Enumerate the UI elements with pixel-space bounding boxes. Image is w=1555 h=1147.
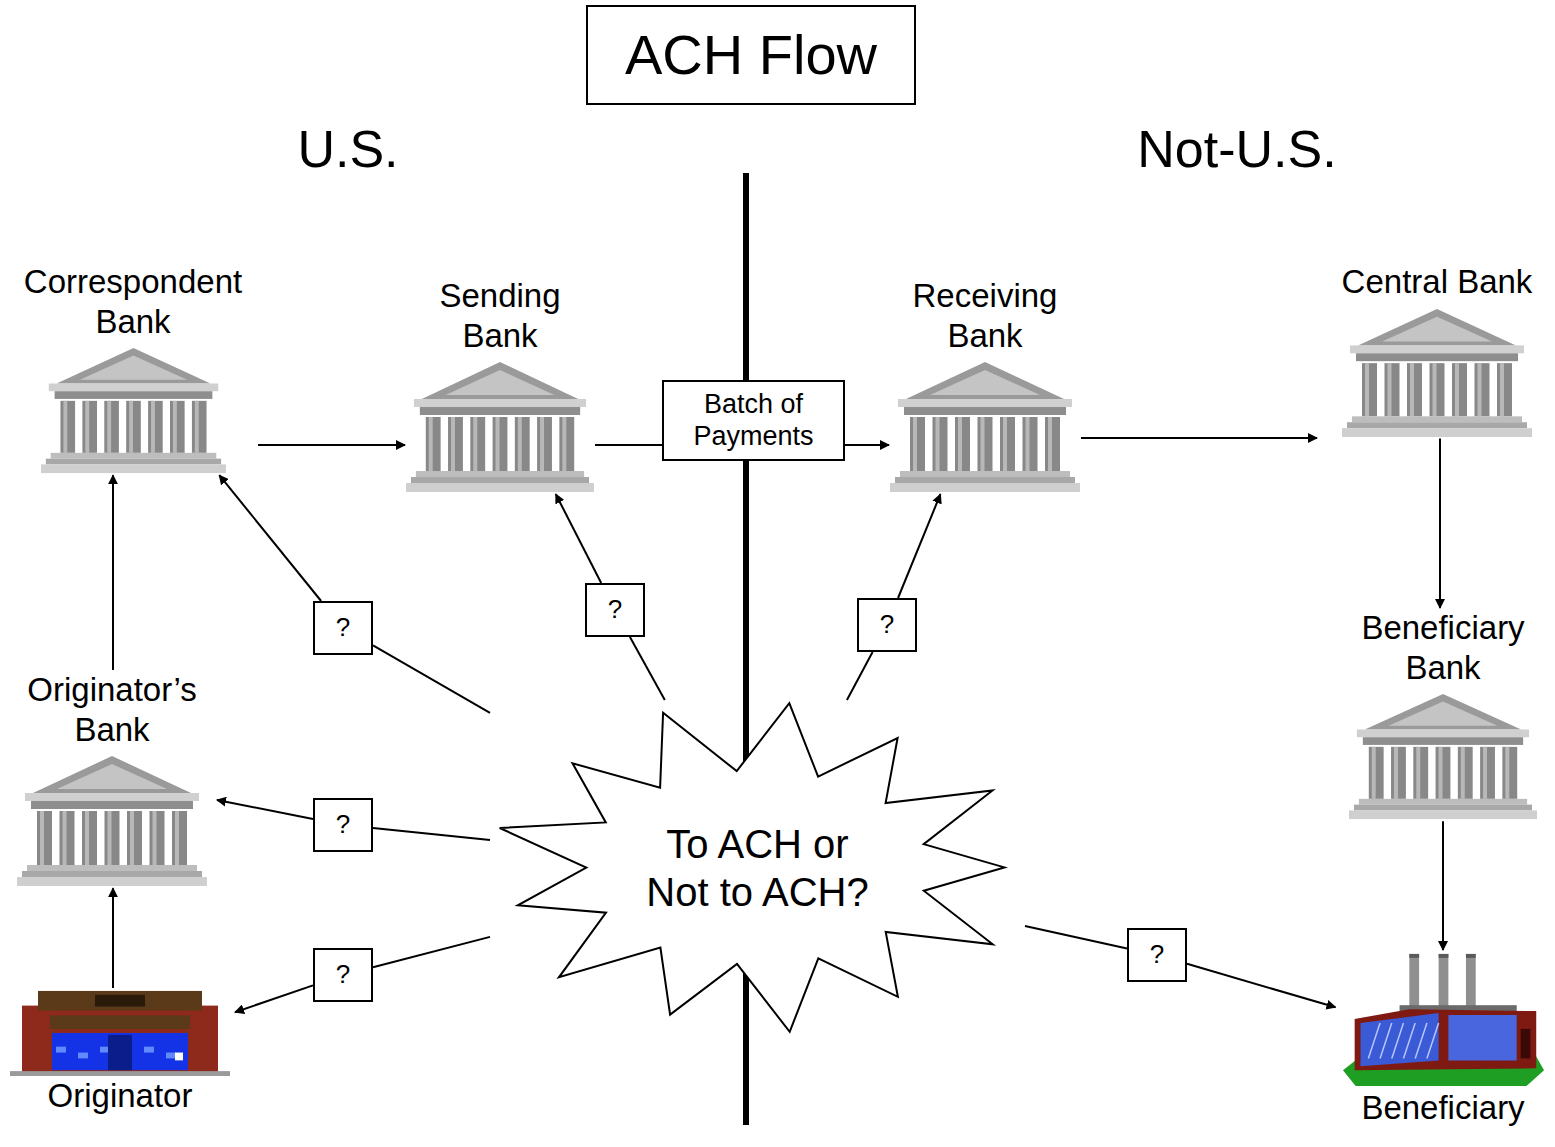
bank-icon (406, 359, 594, 494)
connector-arrow (847, 652, 873, 700)
starburst-outline (490, 700, 1025, 1035)
connector-arrow (219, 475, 321, 601)
question-box: ? (1127, 928, 1187, 982)
beneficiary-node: Beneficiary (1336, 950, 1551, 1128)
node-label: Batch of Payments (672, 388, 835, 453)
question-mark: ? (608, 594, 622, 625)
question-box: ? (857, 598, 917, 652)
question-box: ? (585, 583, 645, 637)
question-mark: ? (880, 609, 894, 640)
connector-arrow (595, 444, 662, 446)
connector-arrow (235, 985, 313, 1012)
bank-node: Central Bank (1317, 262, 1555, 439)
question-box: ? (313, 798, 373, 852)
connector-arrow (1025, 926, 1127, 948)
bank-node: Receiving Bank (889, 276, 1081, 494)
bank-icon (41, 345, 226, 475)
region-label: U.S. (297, 118, 398, 180)
bank-node: Sending Bank (405, 276, 595, 494)
node-label: Originator’s Bank (7, 670, 217, 749)
bank-icon (17, 753, 207, 888)
connector-arrow (112, 475, 114, 670)
node-label: Central Bank (1342, 262, 1533, 302)
connector-arrow (1442, 821, 1444, 950)
connector-arrow (1439, 439, 1441, 608)
connector-arrow (845, 444, 889, 446)
connector-arrow (630, 637, 665, 700)
connector-arrow (1081, 437, 1317, 439)
connector-arrow (373, 828, 490, 840)
question-box: ? (313, 948, 373, 1002)
factory-icon (1341, 950, 1546, 1088)
connector-arrow (898, 494, 940, 598)
originator-node: Originator (5, 988, 235, 1116)
bank-node: Beneficiary Bank (1343, 608, 1543, 821)
title-text: ACH Flow (625, 21, 877, 88)
connector-arrow (373, 937, 490, 967)
node-label: Sending Bank (405, 276, 595, 355)
question-mark: ? (336, 612, 350, 643)
bank-icon (1342, 306, 1532, 439)
connector-arrow (112, 888, 114, 988)
batch-box: Batch of Payments (662, 380, 845, 461)
question-box: ? (313, 601, 373, 655)
bank-icon (890, 359, 1080, 494)
bank-node: Correspondent Bank (8, 262, 258, 475)
node-label: Originator (48, 1076, 193, 1116)
connector-arrow (556, 494, 601, 583)
title-box: ACH Flow (586, 5, 916, 105)
store-icon (10, 988, 230, 1076)
bank-node: Originator’s Bank (7, 670, 217, 888)
node-label: Beneficiary (1361, 1088, 1524, 1128)
question-mark: ? (336, 809, 350, 840)
connector-arrow (217, 800, 313, 819)
question-mark: ? (1150, 939, 1164, 970)
connector-arrow (1187, 964, 1336, 1008)
bank-icon (1349, 691, 1537, 821)
node-label: Beneficiary Bank (1343, 608, 1543, 687)
region-label: Not-U.S. (1137, 118, 1336, 180)
connector-arrow (373, 645, 490, 713)
node-label: Correspondent Bank (8, 262, 258, 341)
connector-arrow (258, 444, 405, 446)
node-label: To ACH or Not to ACH? (638, 820, 878, 916)
node-label: Receiving Bank (889, 276, 1081, 355)
border-line (743, 173, 749, 1125)
question-mark: ? (336, 959, 350, 990)
decision-starburst: To ACH or Not to ACH? (490, 700, 1025, 1035)
